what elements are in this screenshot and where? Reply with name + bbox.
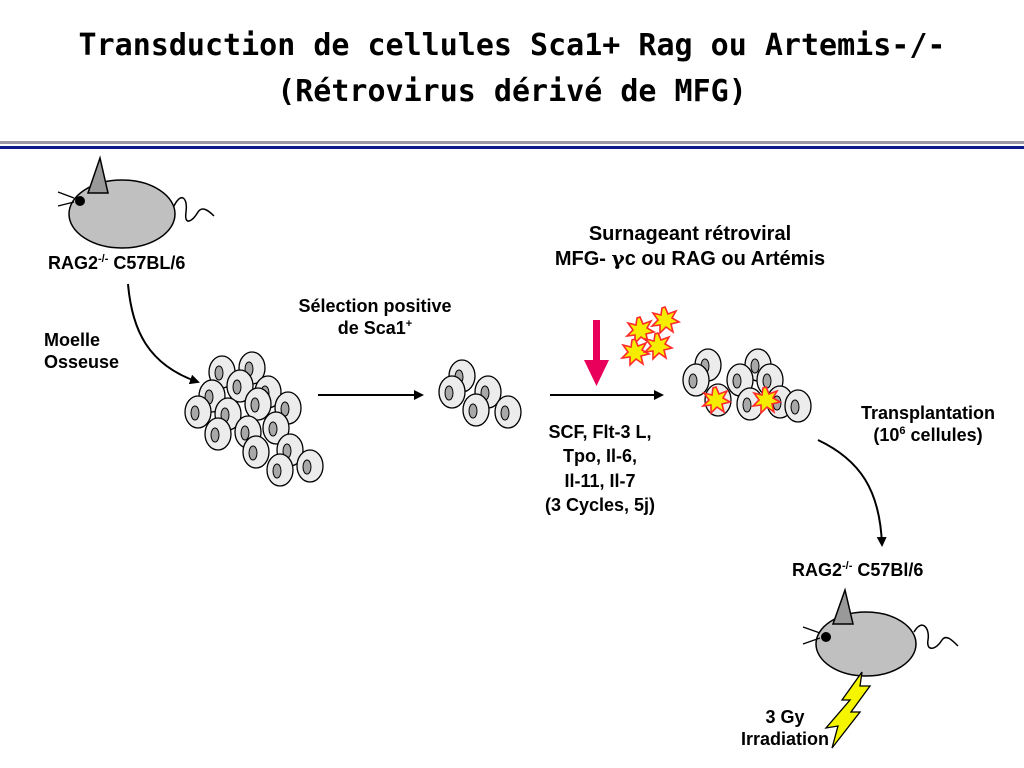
lightning-icon (824, 671, 872, 749)
virus-icon (621, 306, 680, 366)
transduced-cells (682, 348, 812, 423)
transplant-arrow (817, 439, 887, 547)
title-divider-gray (0, 141, 1024, 144)
transplant-label: Transplantation(106 cellules) (860, 403, 995, 445)
page-title-line2: (Rétrovirus dérivé de MFG) (277, 74, 747, 109)
donor-mouse-icon (57, 155, 215, 249)
title-divider-blue (0, 146, 1024, 149)
recipient-mouse-icon (802, 587, 959, 677)
bone-marrow-arrow (127, 283, 200, 385)
recipient-mouse-label: RAG2-/- C57Bl/6 (792, 560, 924, 580)
donor-mouse-label: RAG2-/- C57BL/6 (48, 253, 186, 273)
down-arrow-icon (584, 320, 609, 386)
selected-cells (438, 359, 522, 429)
page-title-line1: Transduction de cellules Sca1+ Rag ou Ar… (78, 28, 946, 63)
bone-marrow-cells (184, 351, 324, 487)
cytokines-label: SCF, Flt-3 L,Tpo, Il-6,Il-11, Il-7(3 Cyc… (544, 422, 656, 515)
